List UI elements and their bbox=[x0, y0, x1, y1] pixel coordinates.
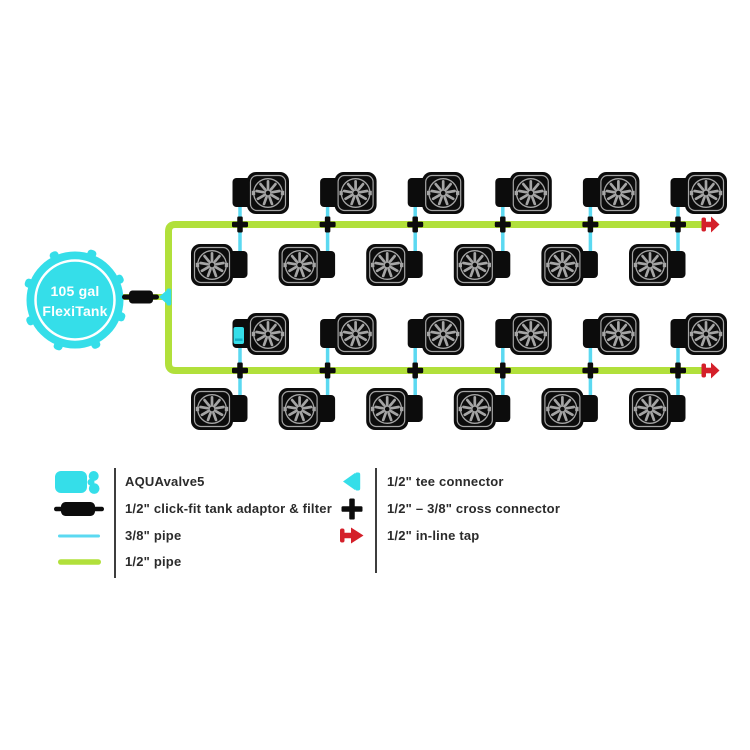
legend-item-label: AQUAvalve5 bbox=[125, 474, 205, 489]
inline-tap bbox=[701, 216, 720, 233]
aquavalve bbox=[233, 327, 244, 344]
cross-connector bbox=[494, 362, 511, 379]
pot bbox=[278, 244, 336, 286]
legend-item: AQUAvalve5 bbox=[54, 468, 205, 495]
legend-item: 1/2" in-line tap bbox=[335, 522, 479, 549]
pot bbox=[629, 388, 686, 430]
pot bbox=[366, 244, 423, 286]
pot bbox=[670, 313, 727, 355]
legend-item-label: 1/2" tee connector bbox=[387, 474, 504, 489]
pot bbox=[495, 313, 552, 355]
cross-connector-icon bbox=[335, 498, 369, 520]
pot bbox=[278, 388, 336, 430]
cross-connector bbox=[582, 362, 599, 379]
legend-item: 1/2" pipe bbox=[54, 548, 181, 575]
tee-connector bbox=[159, 288, 172, 306]
pot bbox=[629, 244, 686, 286]
pipe-3-8-icon bbox=[54, 534, 106, 538]
legend-item-label: 1/2" pipe bbox=[125, 554, 182, 569]
pot bbox=[453, 388, 511, 430]
flexitank bbox=[24, 249, 126, 351]
tank-label-line2: FlexiTank bbox=[42, 303, 107, 319]
pot bbox=[366, 388, 423, 430]
pot bbox=[541, 388, 598, 430]
legend-item-label: 1/2" – 3/8" cross connector bbox=[387, 501, 561, 516]
cross-connector bbox=[670, 216, 686, 233]
legend-item-label: 1/2" click-fit tank adaptor & filter bbox=[125, 501, 332, 516]
pot bbox=[453, 244, 511, 286]
pot bbox=[191, 388, 248, 430]
tank-adaptor-filter bbox=[122, 290, 159, 304]
inline-tap-icon bbox=[335, 527, 369, 544]
tee-connector-icon bbox=[335, 472, 369, 491]
cross-connector bbox=[494, 216, 511, 233]
tank-layer bbox=[24, 249, 159, 351]
pot bbox=[407, 172, 465, 214]
cross-connector bbox=[407, 362, 424, 379]
pot bbox=[495, 172, 552, 214]
tank-label-line1: 105 gal bbox=[51, 283, 100, 299]
legend-item-label: 3/8" pipe bbox=[125, 528, 182, 543]
pipe-1-2-icon bbox=[54, 558, 106, 565]
pot bbox=[582, 172, 640, 214]
aquavalve-icon bbox=[54, 469, 106, 495]
pot bbox=[320, 172, 377, 214]
system-diagram: 105 gal FlexiTank bbox=[24, 172, 727, 430]
components-layer bbox=[159, 172, 727, 430]
legend-item: 1/2" – 3/8" cross connector bbox=[335, 495, 560, 522]
pot bbox=[191, 244, 248, 286]
tank-adaptor-icon bbox=[54, 501, 106, 516]
pot bbox=[407, 313, 465, 355]
cross-connector bbox=[319, 362, 336, 379]
cross-connector bbox=[407, 216, 424, 233]
tank-inner-ring bbox=[34, 259, 116, 341]
cross-connector bbox=[670, 362, 686, 379]
cross-connector bbox=[232, 216, 248, 233]
legend-item: 3/8" pipe bbox=[54, 522, 181, 549]
legend-item: 1/2" tee connector bbox=[335, 468, 504, 495]
pot bbox=[541, 244, 598, 286]
tank-body bbox=[26, 251, 124, 349]
legend-item-label: 1/2" in-line tap bbox=[387, 528, 480, 543]
cross-connector bbox=[232, 362, 248, 379]
legend-divider-right bbox=[375, 468, 377, 573]
legend-divider-left bbox=[114, 468, 116, 578]
pot bbox=[320, 313, 377, 355]
inline-tap bbox=[701, 362, 720, 379]
pot bbox=[232, 172, 289, 214]
pot bbox=[670, 172, 727, 214]
cross-connector bbox=[582, 216, 599, 233]
cross-connector bbox=[319, 216, 336, 233]
legend-item: 1/2" click-fit tank adaptor & filter bbox=[54, 495, 332, 522]
pot bbox=[582, 313, 640, 355]
